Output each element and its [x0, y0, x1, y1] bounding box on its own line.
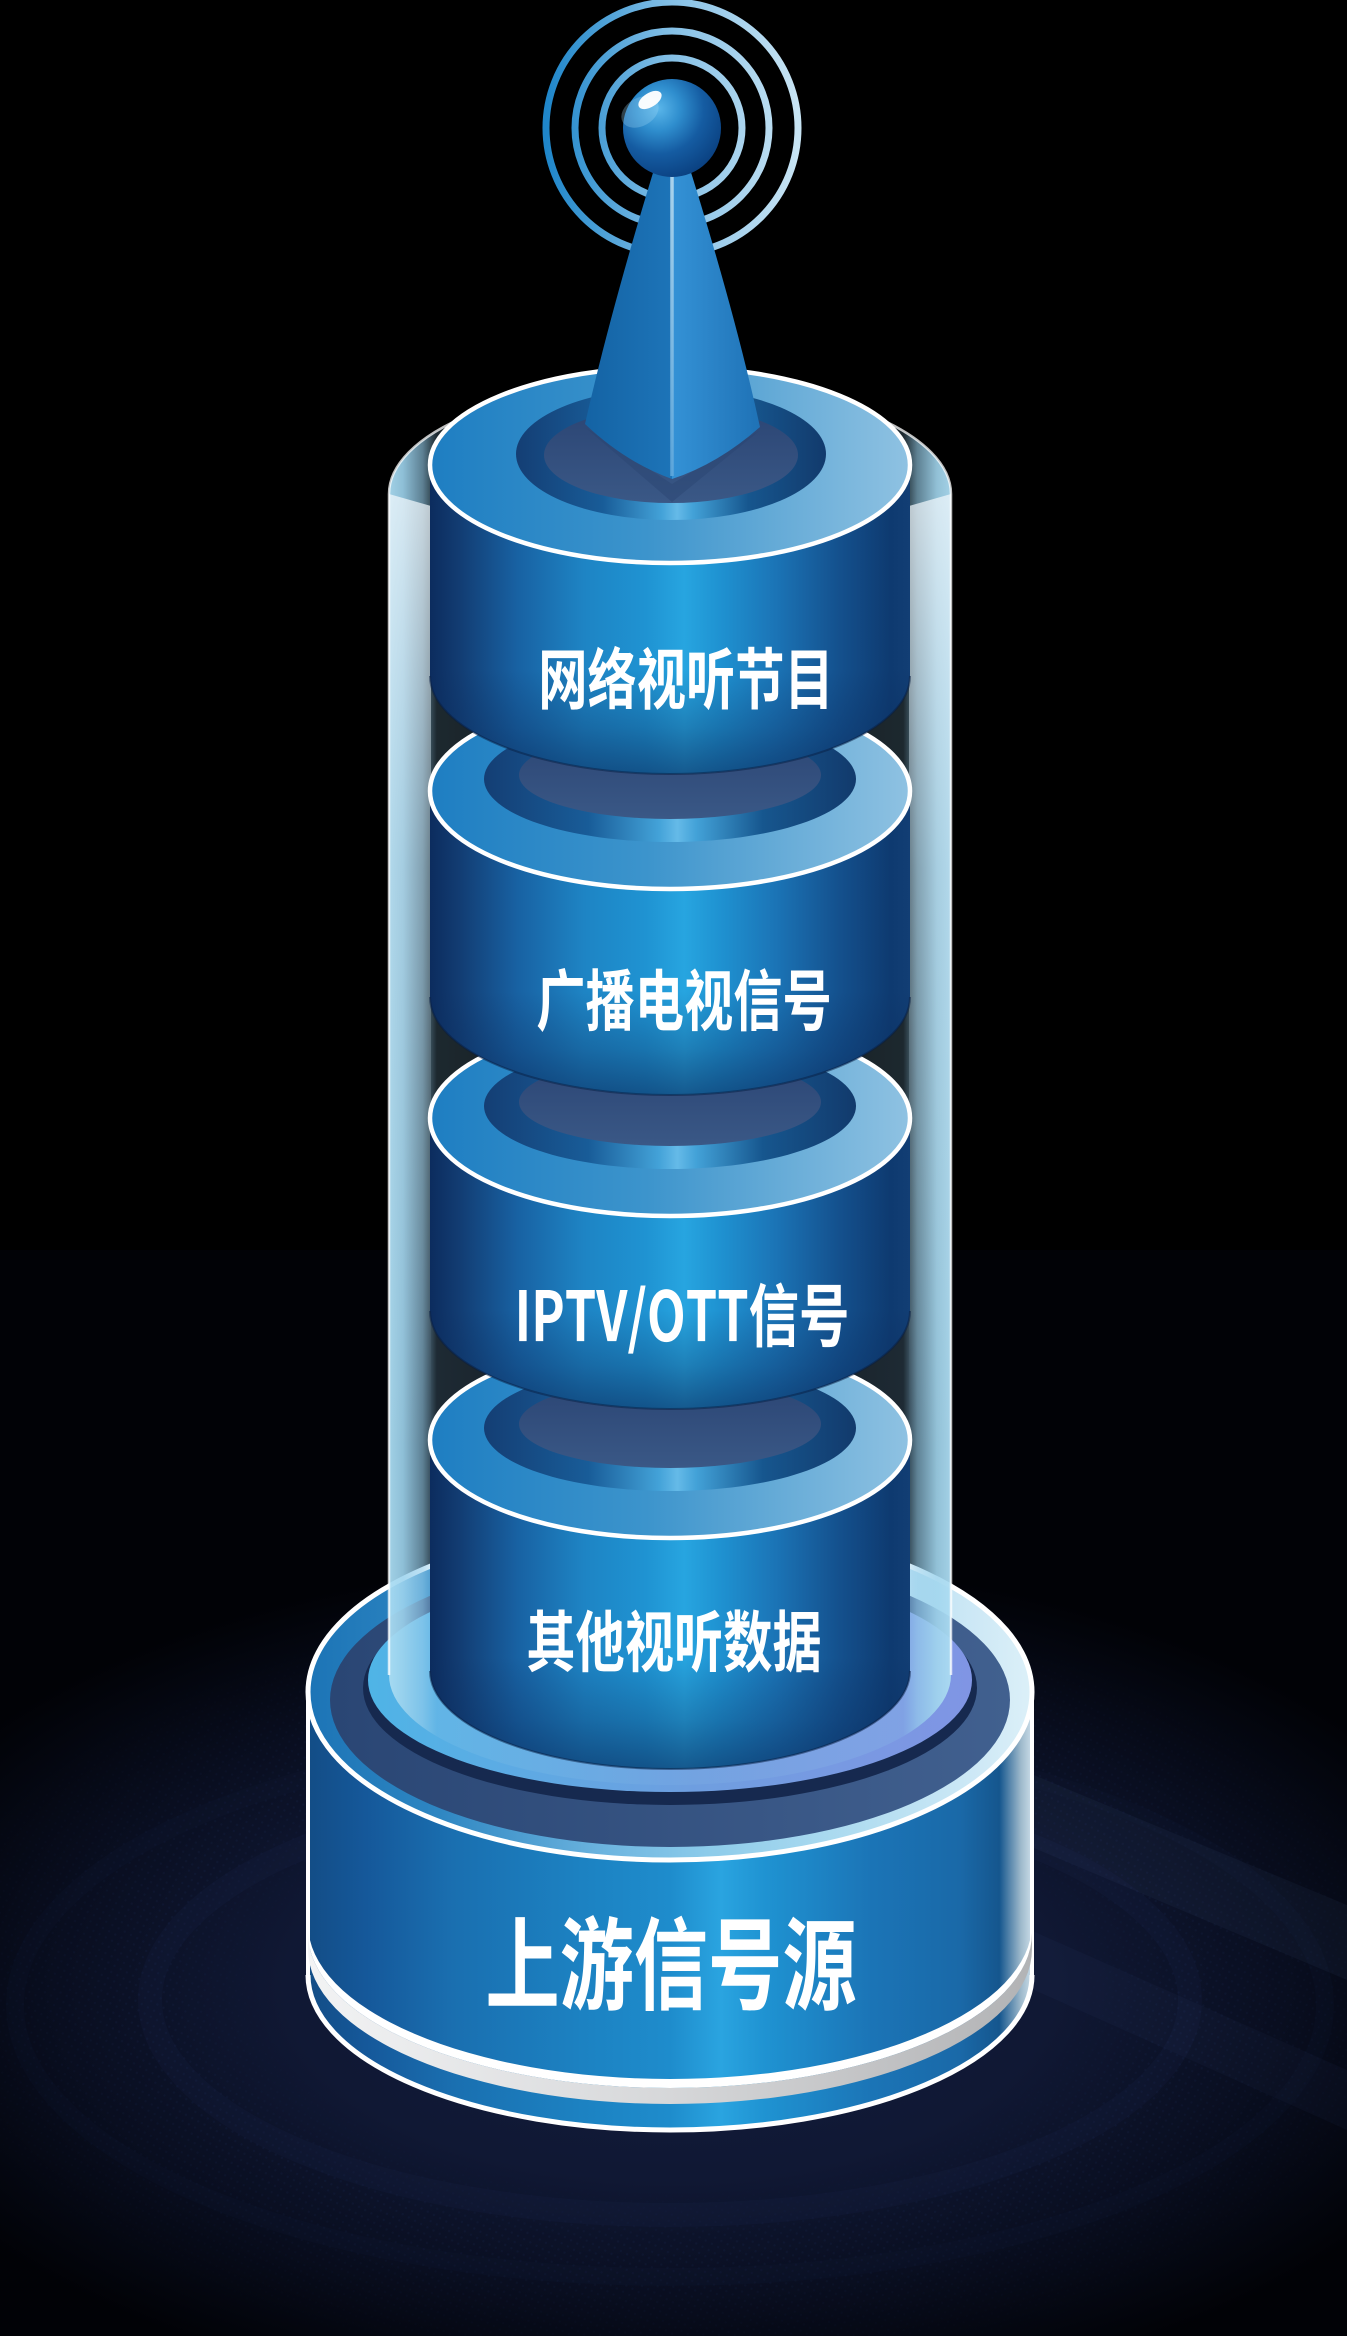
- antenna-mast-icon: [585, 79, 760, 479]
- segment-1-drum-bottom-edge: [429, 675, 911, 775]
- segment-2-label: [537, 967, 829, 1033]
- antenna: [542, 0, 802, 502]
- segment-1-label: [542, 645, 827, 711]
- glass-tube-left-band-sheen: [388, 494, 431, 1733]
- base-bottom-outline: [305, 1974, 1035, 2133]
- segment-4-label: [528, 1609, 820, 1673]
- antenna-cone-left-face: [585, 150, 672, 479]
- segment-4-drum-bottom-edge: [429, 1670, 911, 1770]
- base-label: [488, 1915, 856, 2011]
- labels: 网络视听节目 广播电视信号 IPTV/OTT信号 其他视听数据 上游信号源: [488, 645, 856, 2011]
- segment-4-drum-shade: [430, 1440, 910, 1769]
- antenna-ball-highlight: [638, 90, 662, 110]
- segment-2-drum-shade: [430, 791, 910, 1095]
- antenna-ball: [623, 79, 721, 177]
- antenna-shadow: [586, 428, 759, 502]
- glass-tube-right-band-sheen: [909, 494, 952, 1733]
- segment-3-label: [519, 1282, 847, 1354]
- segment-2-drum-bottom-edge: [429, 996, 911, 1096]
- antenna-cone-right-face: [672, 150, 760, 479]
- segment-3-drum-bottom-edge: [429, 1310, 911, 1410]
